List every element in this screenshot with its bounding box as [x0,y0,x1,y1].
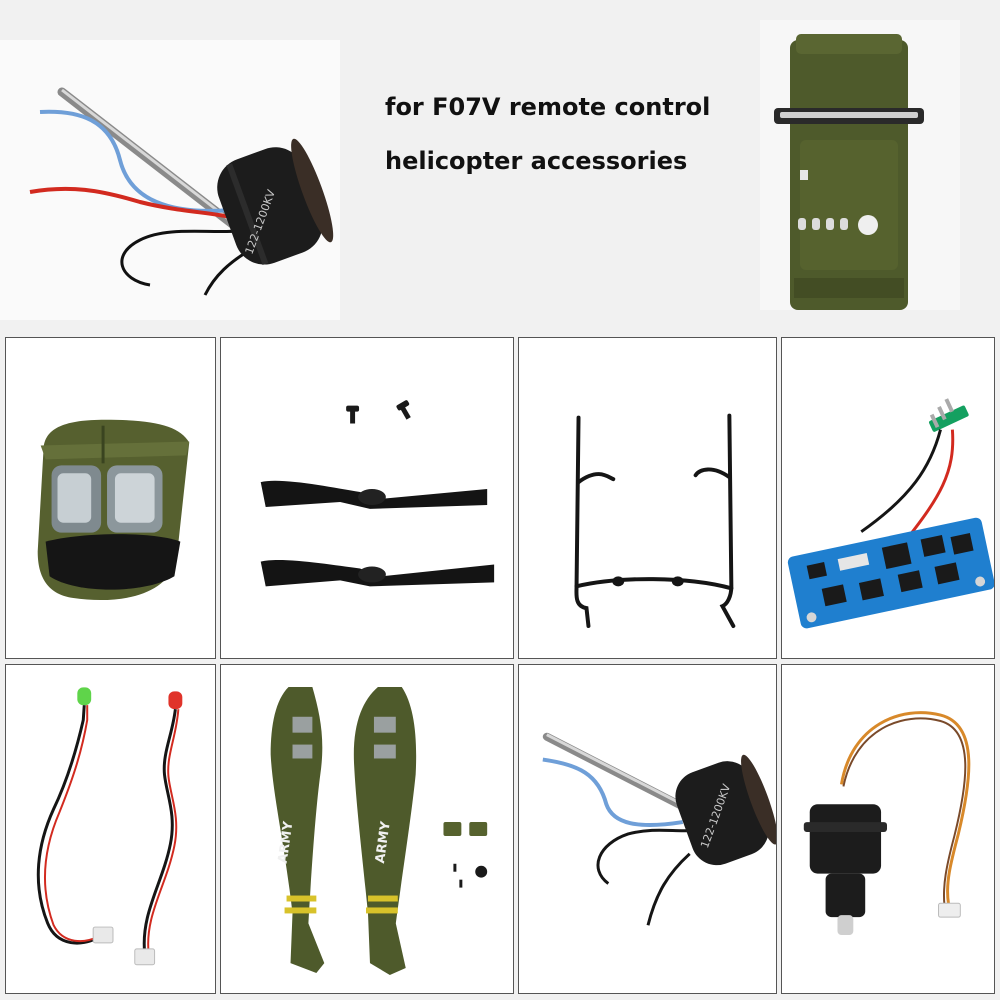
fuselage-illustration: ARMY ARMY [270,686,488,975]
canopy-illustration [37,419,190,601]
landing-skid-illustration [574,413,736,628]
motor-illustration-bottom: 122-1200KV [542,732,776,926]
motor-photo-top: 122-1200KV [0,40,340,320]
battery-illustration [774,34,924,310]
caption-line-1: for F07V remote control [385,93,711,121]
tail-rotor-illustration [260,400,495,587]
led-lights-panel [5,664,216,994]
flight-controller-panel [781,337,995,659]
caption-line-2: helicopter accessories [385,147,688,175]
tail-rotor-panel [220,337,514,659]
motor-illustration: 122-1200KV [29,87,334,296]
canopy-panel [5,337,216,659]
servo-panel [781,664,995,994]
landing-skid-panel [518,337,777,659]
battery-photo [760,20,960,310]
led-lights-illustration [36,687,183,966]
flight-controller-illustration [787,398,994,629]
fuselage-label-right: ARMY [373,820,394,864]
fuselage-label-left: ARMY [276,820,297,864]
fuselage-panel: ARMY ARMY [220,664,514,994]
motor-panel-bottom: 122-1200KV [518,664,777,994]
servo-illustration [803,711,971,935]
